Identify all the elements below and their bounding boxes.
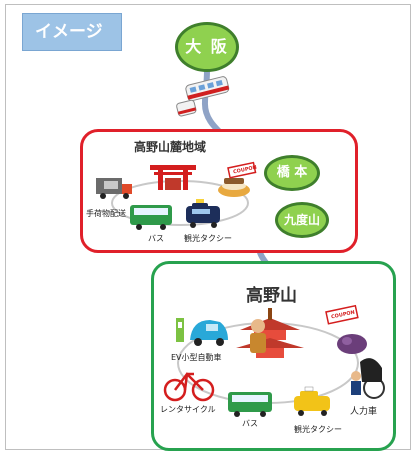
koya-food-icon bbox=[337, 334, 367, 354]
image-label: イメージ bbox=[22, 13, 122, 51]
station-kudoyama: 九度山 bbox=[275, 202, 329, 238]
taxi-icon bbox=[186, 199, 220, 228]
region-koya-title: 高野山 bbox=[246, 286, 297, 306]
rickshaw-icon bbox=[351, 358, 385, 399]
label-koya-taxi: 観光タクシー bbox=[294, 425, 342, 434]
koya-bus-icon bbox=[228, 392, 272, 417]
truck-icon bbox=[96, 178, 132, 199]
monk-icon bbox=[250, 319, 266, 353]
label-koya-bus: バス bbox=[242, 419, 258, 428]
label-fumoto-taxi: 観光タクシー bbox=[184, 234, 232, 243]
label-rickshaw: 人力車 bbox=[350, 407, 378, 417]
koya-coupon-icon bbox=[325, 304, 359, 325]
koya-taxi-icon bbox=[294, 386, 330, 416]
label-fumoto-bus: バス bbox=[148, 234, 164, 243]
bicycle-icon bbox=[163, 372, 215, 402]
station-hashimoto: 橋 本 bbox=[264, 155, 320, 191]
region-fumoto-title: 高野山麓地域 bbox=[134, 140, 207, 154]
coupon-icon bbox=[227, 161, 257, 179]
shrine-icon bbox=[150, 165, 196, 190]
station-osaka: 大 阪 bbox=[175, 22, 239, 72]
pagoda-icon bbox=[236, 308, 304, 358]
food-icon bbox=[218, 178, 250, 197]
label-luggage: 手荷物配送 bbox=[86, 209, 126, 218]
label-bicycle: レンタサイクル bbox=[160, 405, 216, 414]
bus-icon bbox=[130, 205, 172, 230]
ev-car-icon bbox=[176, 318, 228, 346]
label-ev: EV小型自動車 bbox=[171, 353, 222, 362]
